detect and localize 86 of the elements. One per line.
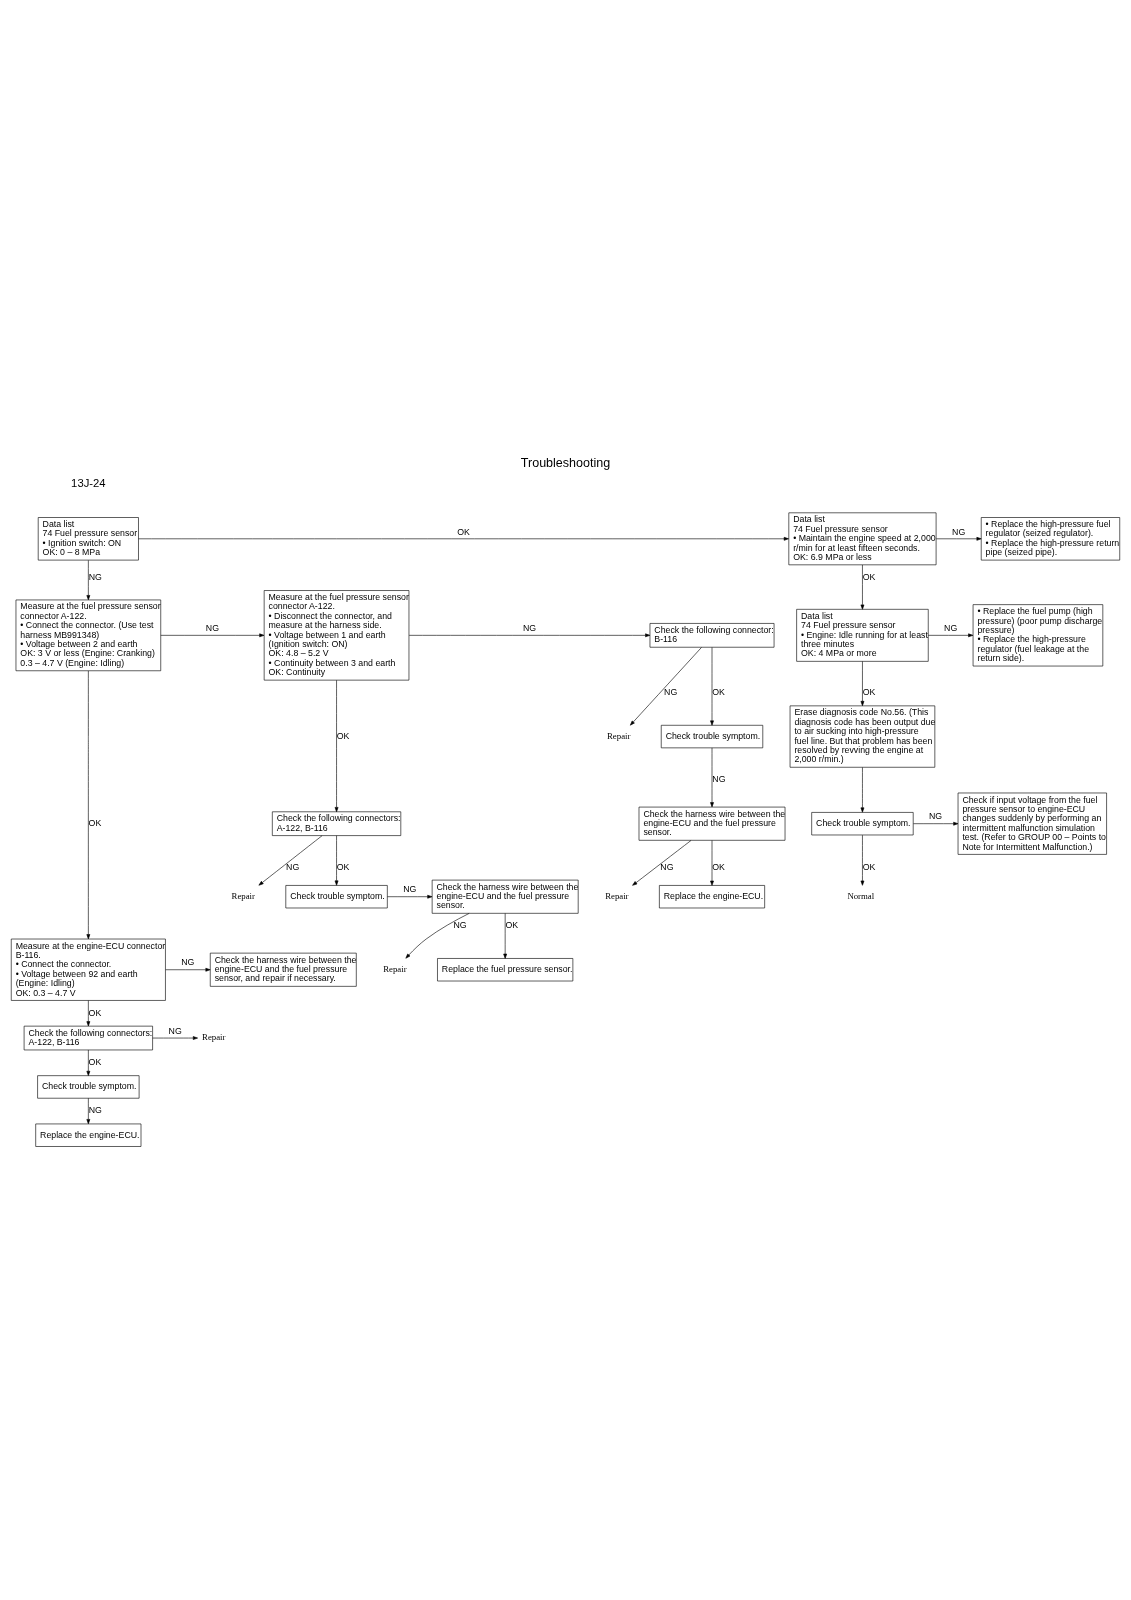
node-box: Data list 74 Fuel pressure sensor • Ignition switch: ON OK: 0 – 8 MPa [37,516,139,560]
edge-label: NG [664,686,678,697]
node-text: Repair [383,963,407,974]
arrow [138,536,789,541]
arrow [860,834,865,886]
edge-label: NG [453,919,467,930]
edge-label: OK [88,1007,102,1018]
edge-label: NG [168,1025,182,1036]
node-box: • Replace the high-pressure fuel regulator (seized regulator). • Replace the high-pressure return pipe (seized pipe). [980,516,1121,560]
arrow [152,1035,198,1040]
edge-label: NG [712,773,726,784]
node-box: Replace the engine-ECU. [659,884,765,908]
edge-label: OK [88,1056,102,1067]
edge-label: NG [660,861,674,872]
edge-label: NG [88,1104,102,1115]
edge-label: OK [336,730,350,741]
edge-label: OK [505,919,519,930]
arrow [632,839,692,886]
arrow [334,834,339,886]
arrow [258,834,323,886]
node-box: Check the harness wire between the engine-ECU and the fuel pressure sensor. [638,806,786,841]
edge-label: OK [712,861,725,872]
node-box: Data list 74 Fuel pressure sensor • Engine: Idle running for at least three minutes OK: 4 MPa or more [796,608,929,662]
arrow [913,821,959,826]
node-box: Measure at the engine-ECU connector B-116. • Connect the connector. • Voltage between 92 and earth (Engine: Idling) OK: 0.3 – 4.7 V [10,938,166,1001]
edge-label: OK [336,861,350,872]
arrow [935,536,982,541]
edge-label: NG [205,622,220,633]
node-box: Replace the fuel pressure sensor. [437,957,574,981]
edge-label: NG [403,883,417,894]
arrow [334,679,339,812]
node-box: Check the harness wire between the engine-ECU and the fuel pressure sensor. [431,879,579,914]
edge-label: OK [88,817,102,828]
node-box: • Replace the fuel pump (high pressure) (poor pump discharge pressure) • Replace the high-pressure regulator (fuel leakage at the return side). [972,603,1104,666]
arrow [408,633,651,637]
edge-label: OK [712,686,725,697]
node-box: Replace the engine-ECU. [35,1123,142,1147]
node-box: Check the following connectors: A-122, B-116 [23,1025,153,1050]
edge-label: OK [862,686,876,697]
node-box: Measure at the fuel pressure sensor connector A-122. • Connect the connector. (Use test harness MB991348) • Voltage between 2 and earth OK: 3 V or less (Engine: Cranking) 0.3 – 4.7 V (Engine: Idling) [15,599,162,671]
edge-label: NG [952,526,966,537]
arrow [165,967,211,972]
edge-label: NG [929,810,943,821]
edge-label: NG [88,571,102,582]
node-box: Check the harness wire between the engine-ECU and the fuel pressure sensor, and repair if necessary. [209,952,357,987]
edge-label: NG [522,622,537,633]
node-box: Check trouble symptom. [811,811,914,835]
label: 13J-24 [71,476,106,489]
arrow [503,912,508,959]
edge-label: OK [862,571,876,582]
arrow [86,559,91,600]
node-box: Data list 74 Fuel pressure sensor • Maintain the engine speed at 2,000 r/min for at least fifteen seconds. OK: 6.9 MPa or less [788,512,937,565]
node-text: Repair [607,730,631,741]
node-box: Check the following connectors: A-122, B-116 [272,810,402,836]
edge-label: OK [457,526,470,537]
edge-label: NG [181,956,195,967]
arrow [860,564,865,610]
arrow [928,633,974,637]
edge-label: NG [286,861,300,872]
node-text: Normal [847,890,875,901]
arrow [860,766,865,812]
node-box: Check trouble symptom. [660,724,764,748]
node-box: Check trouble symptom. [285,884,388,908]
arrow [86,1097,91,1124]
arrow [710,747,714,807]
arrow [405,912,470,959]
node-text: Repair [231,890,255,901]
node-box: Check if input voltage from the fuel pressure sensor to engine-ECU changes suddenly by performing an intermittent malfunction simulation test. (Refer to GROUP 00 – Points to Note for Intermittent Malfunction.) [957,792,1107,855]
edge-label: OK [862,861,876,872]
node-box: Check trouble symptom. [37,1074,140,1099]
arrow [710,839,714,886]
node-box: Measure at the fuel pressure sensor connector A-122. • Disconnect the connector, and measure at the harness side. • Voltage between 1 and earth (Ignition switch: ON) OK: 4.8 – 5.2 V • Continuity between 3 and earth OK: Continuity [263,589,410,680]
arrow [710,646,714,726]
diagram-title: Troubleshooting [520,455,611,470]
arrow [160,633,265,637]
edge-label: NG [944,622,958,633]
arrow [387,894,433,899]
node-box: Check the following connector: B-116 [649,622,775,648]
arrow [86,1049,91,1076]
arrow [630,646,702,726]
node-text: Repair [605,890,629,901]
arrow [86,670,91,939]
node-box: Erase diagnosis code No.56. (This diagnosis code has been output due to air sucking into high-pressure fuel line. But that problem has been resolved by revving the engine at 2,000 r/min.) [789,705,936,768]
arrow [86,999,91,1026]
node-text: Repair [202,1031,226,1042]
arrow [860,660,865,706]
